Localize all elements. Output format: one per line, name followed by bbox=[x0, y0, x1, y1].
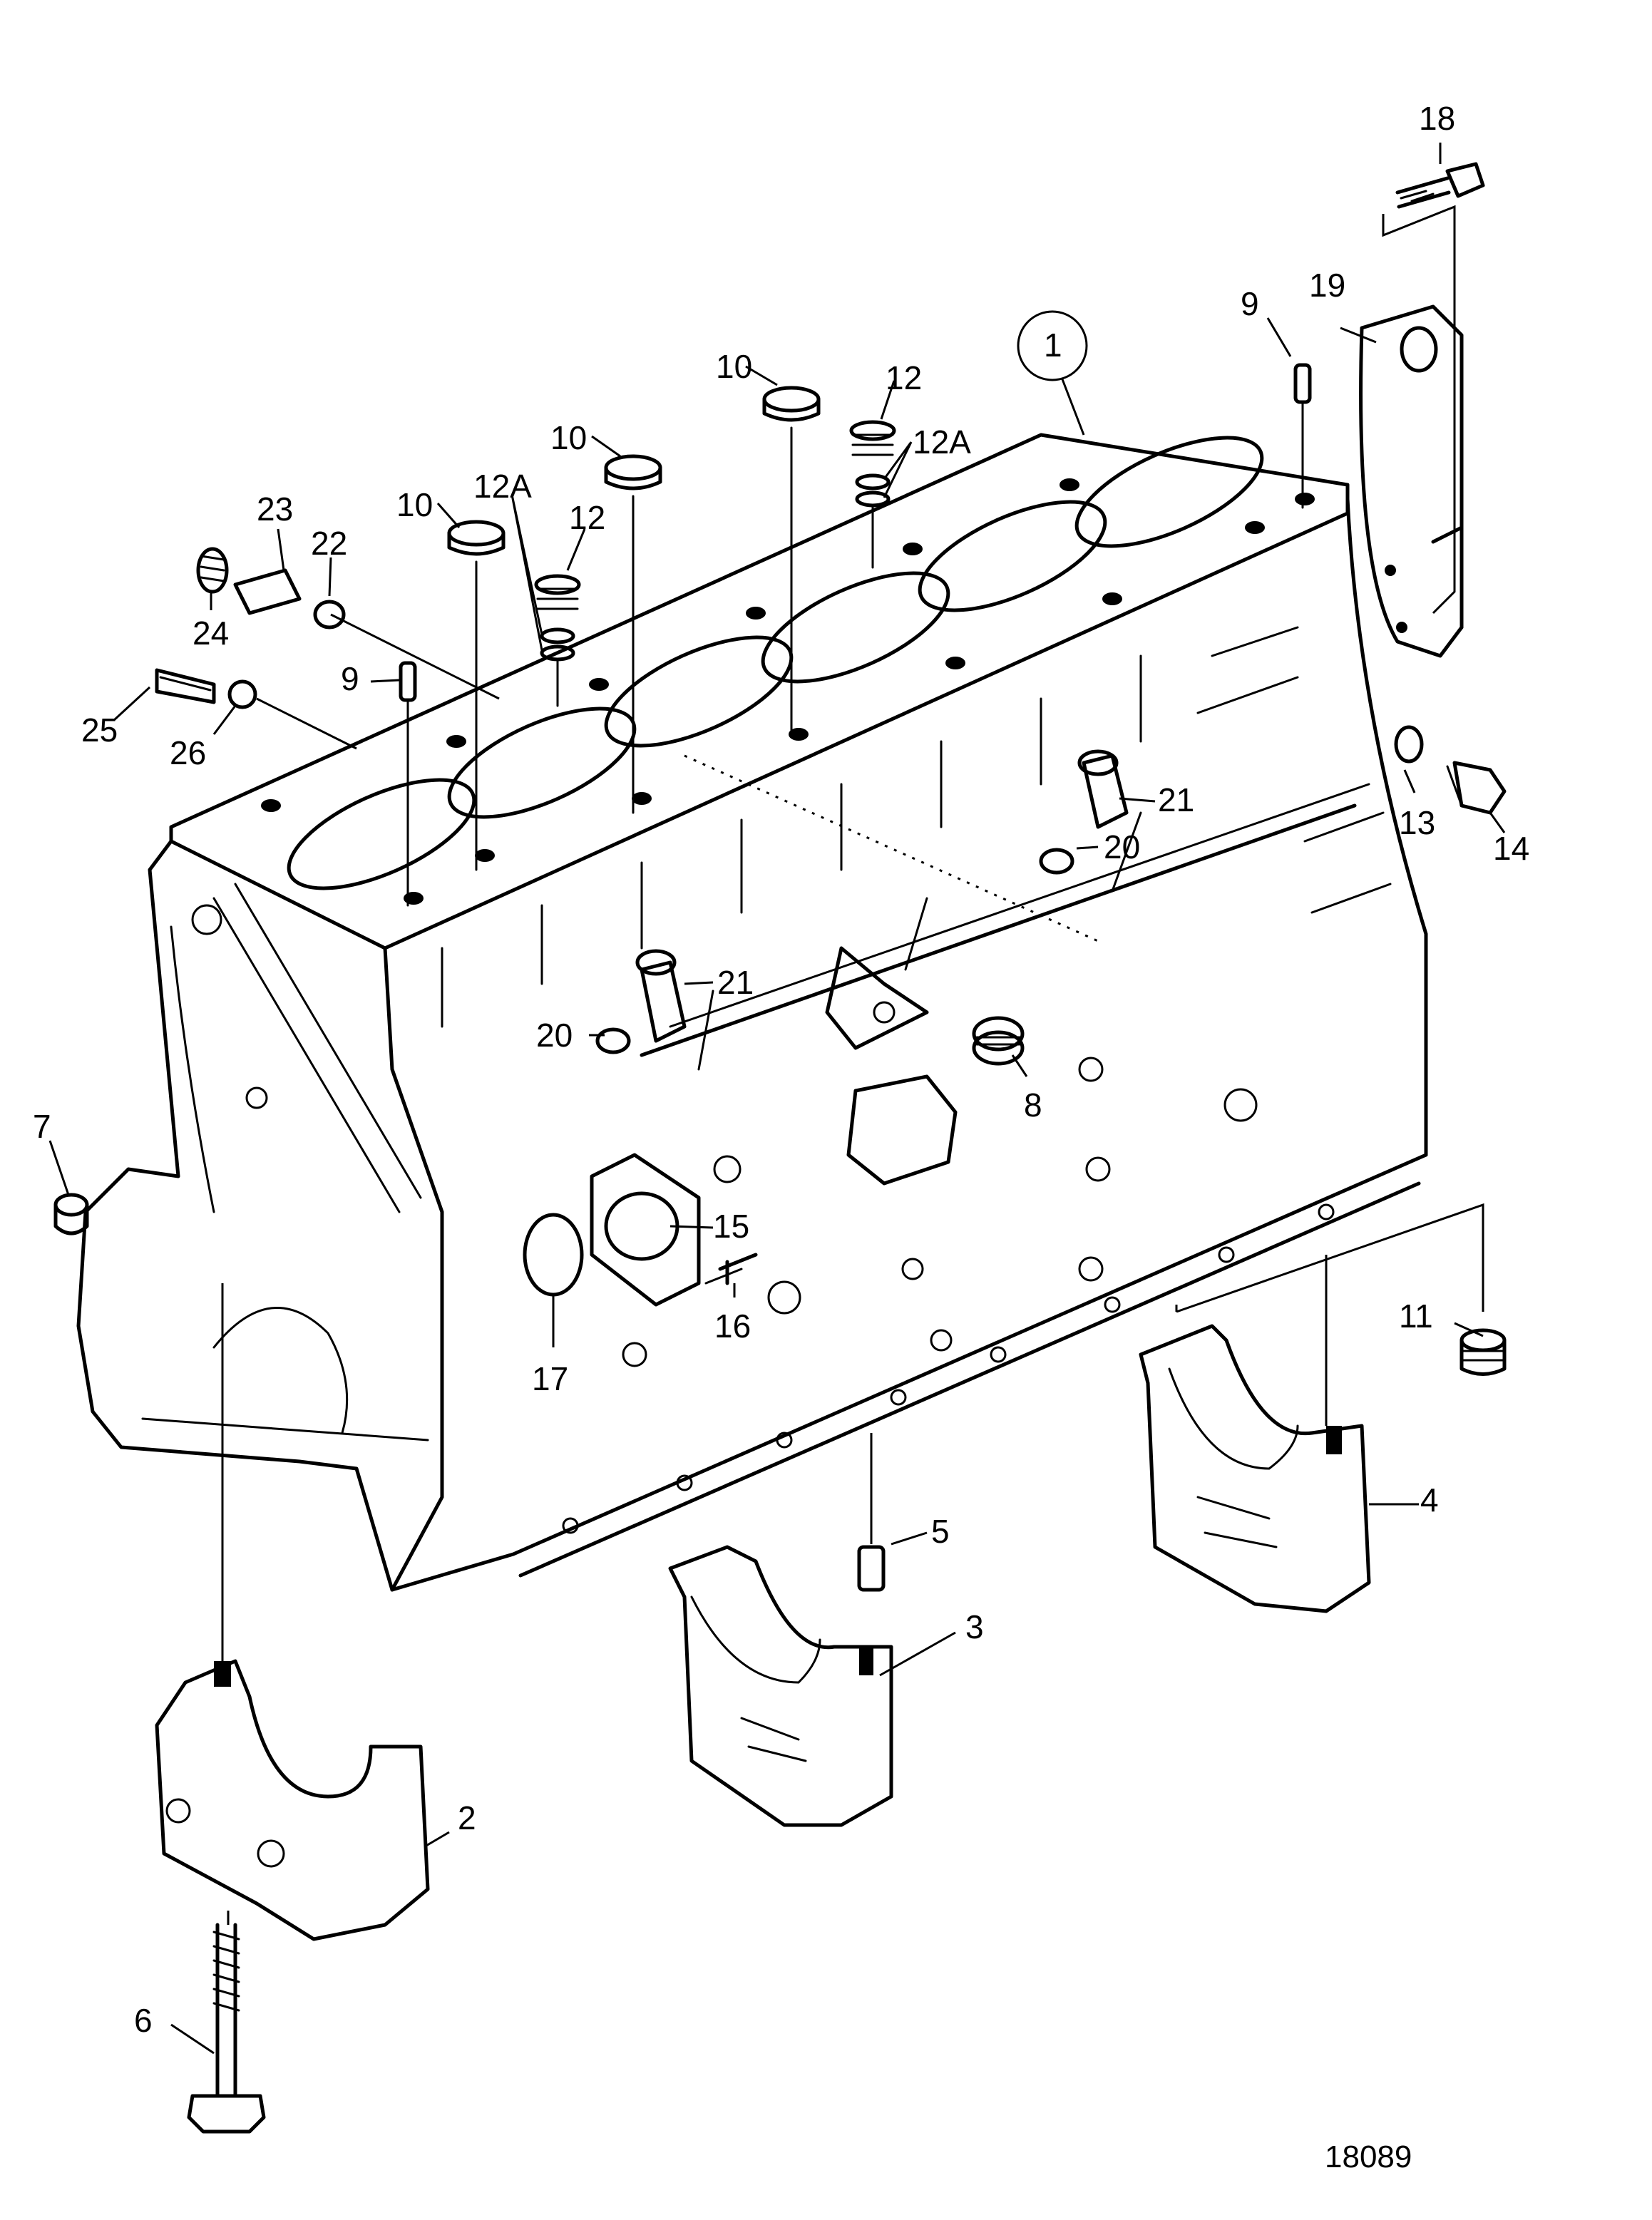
label-2: 2 bbox=[458, 1799, 476, 1836]
label-16: 16 bbox=[714, 1307, 751, 1345]
flywheel-housing-bracket bbox=[1359, 304, 1464, 658]
plug-rear bbox=[1459, 1328, 1507, 1376]
label-24: 24 bbox=[193, 615, 229, 652]
main-bearing-bolt bbox=[187, 1923, 266, 2134]
label-26: 26 bbox=[170, 734, 206, 771]
label-12A-a: 12A bbox=[913, 423, 971, 461]
main-bearing-cap-middle bbox=[668, 1545, 893, 1827]
label-23: 23 bbox=[257, 490, 293, 528]
label-8: 8 bbox=[1024, 1086, 1042, 1124]
rear-plug-and-washer bbox=[1394, 725, 1507, 815]
label-12-b: 12 bbox=[569, 499, 605, 536]
cylinder-block bbox=[76, 433, 1428, 1592]
label-4: 4 bbox=[1420, 1481, 1439, 1518]
label-17: 17 bbox=[532, 1360, 568, 1397]
sump-flange-holes bbox=[562, 1203, 1335, 1534]
label-14: 14 bbox=[1493, 830, 1529, 867]
label-25: 25 bbox=[81, 711, 118, 749]
label-11: 11 bbox=[1399, 1297, 1433, 1335]
label-1: 1 bbox=[1044, 327, 1062, 364]
label-12-a: 12 bbox=[886, 359, 922, 396]
label-6: 6 bbox=[134, 2002, 153, 2039]
oil-sensor-fittings bbox=[155, 547, 346, 709]
label-12A-b: 12A bbox=[473, 468, 532, 505]
label-18: 18 bbox=[1419, 100, 1455, 137]
dowel-sleeve-front bbox=[53, 1193, 89, 1235]
label-5: 5 bbox=[931, 1513, 950, 1550]
drawing-number: 18089 bbox=[1325, 2139, 1412, 2174]
head-bolt-holes bbox=[261, 478, 1315, 905]
label-20-left: 20 bbox=[536, 1017, 573, 1054]
dowel-pin-bearing bbox=[857, 1545, 886, 1592]
expansion-plug-side bbox=[972, 1016, 1025, 1066]
guide-pins bbox=[399, 363, 1312, 907]
label-3: 3 bbox=[965, 1608, 984, 1645]
label-9-left: 9 bbox=[341, 660, 359, 697]
leader-lines bbox=[48, 143, 1506, 2055]
label-20-right: 20 bbox=[1104, 828, 1140, 865]
label-7: 7 bbox=[33, 1108, 51, 1145]
label-9-right: 9 bbox=[1241, 285, 1259, 322]
water-nozzles bbox=[534, 420, 896, 707]
cover-plate-and-o-ring bbox=[523, 1153, 758, 1307]
label-15: 15 bbox=[713, 1208, 749, 1245]
label-13: 13 bbox=[1399, 804, 1435, 841]
label-22: 22 bbox=[311, 525, 347, 562]
part-labels: 1 2 3 4 5 6 7 8 9 9 10 10 10 11 12 12 12… bbox=[33, 100, 1529, 2039]
label-21-left: 21 bbox=[717, 964, 754, 1001]
main-bearing-cap-rear bbox=[1139, 1324, 1371, 1613]
side-plugs bbox=[595, 749, 1129, 1054]
cylinder-liner-seals bbox=[447, 386, 821, 871]
side-bosses bbox=[622, 1001, 1258, 1367]
label-10-b: 10 bbox=[550, 419, 587, 456]
label-21-right: 21 bbox=[1158, 781, 1194, 818]
bracket-bolt bbox=[1395, 162, 1485, 209]
label-10-a: 10 bbox=[716, 348, 752, 385]
main-bearing-cap-front bbox=[155, 1659, 430, 1941]
label-10-c: 10 bbox=[396, 486, 433, 523]
label-19: 19 bbox=[1309, 267, 1345, 304]
